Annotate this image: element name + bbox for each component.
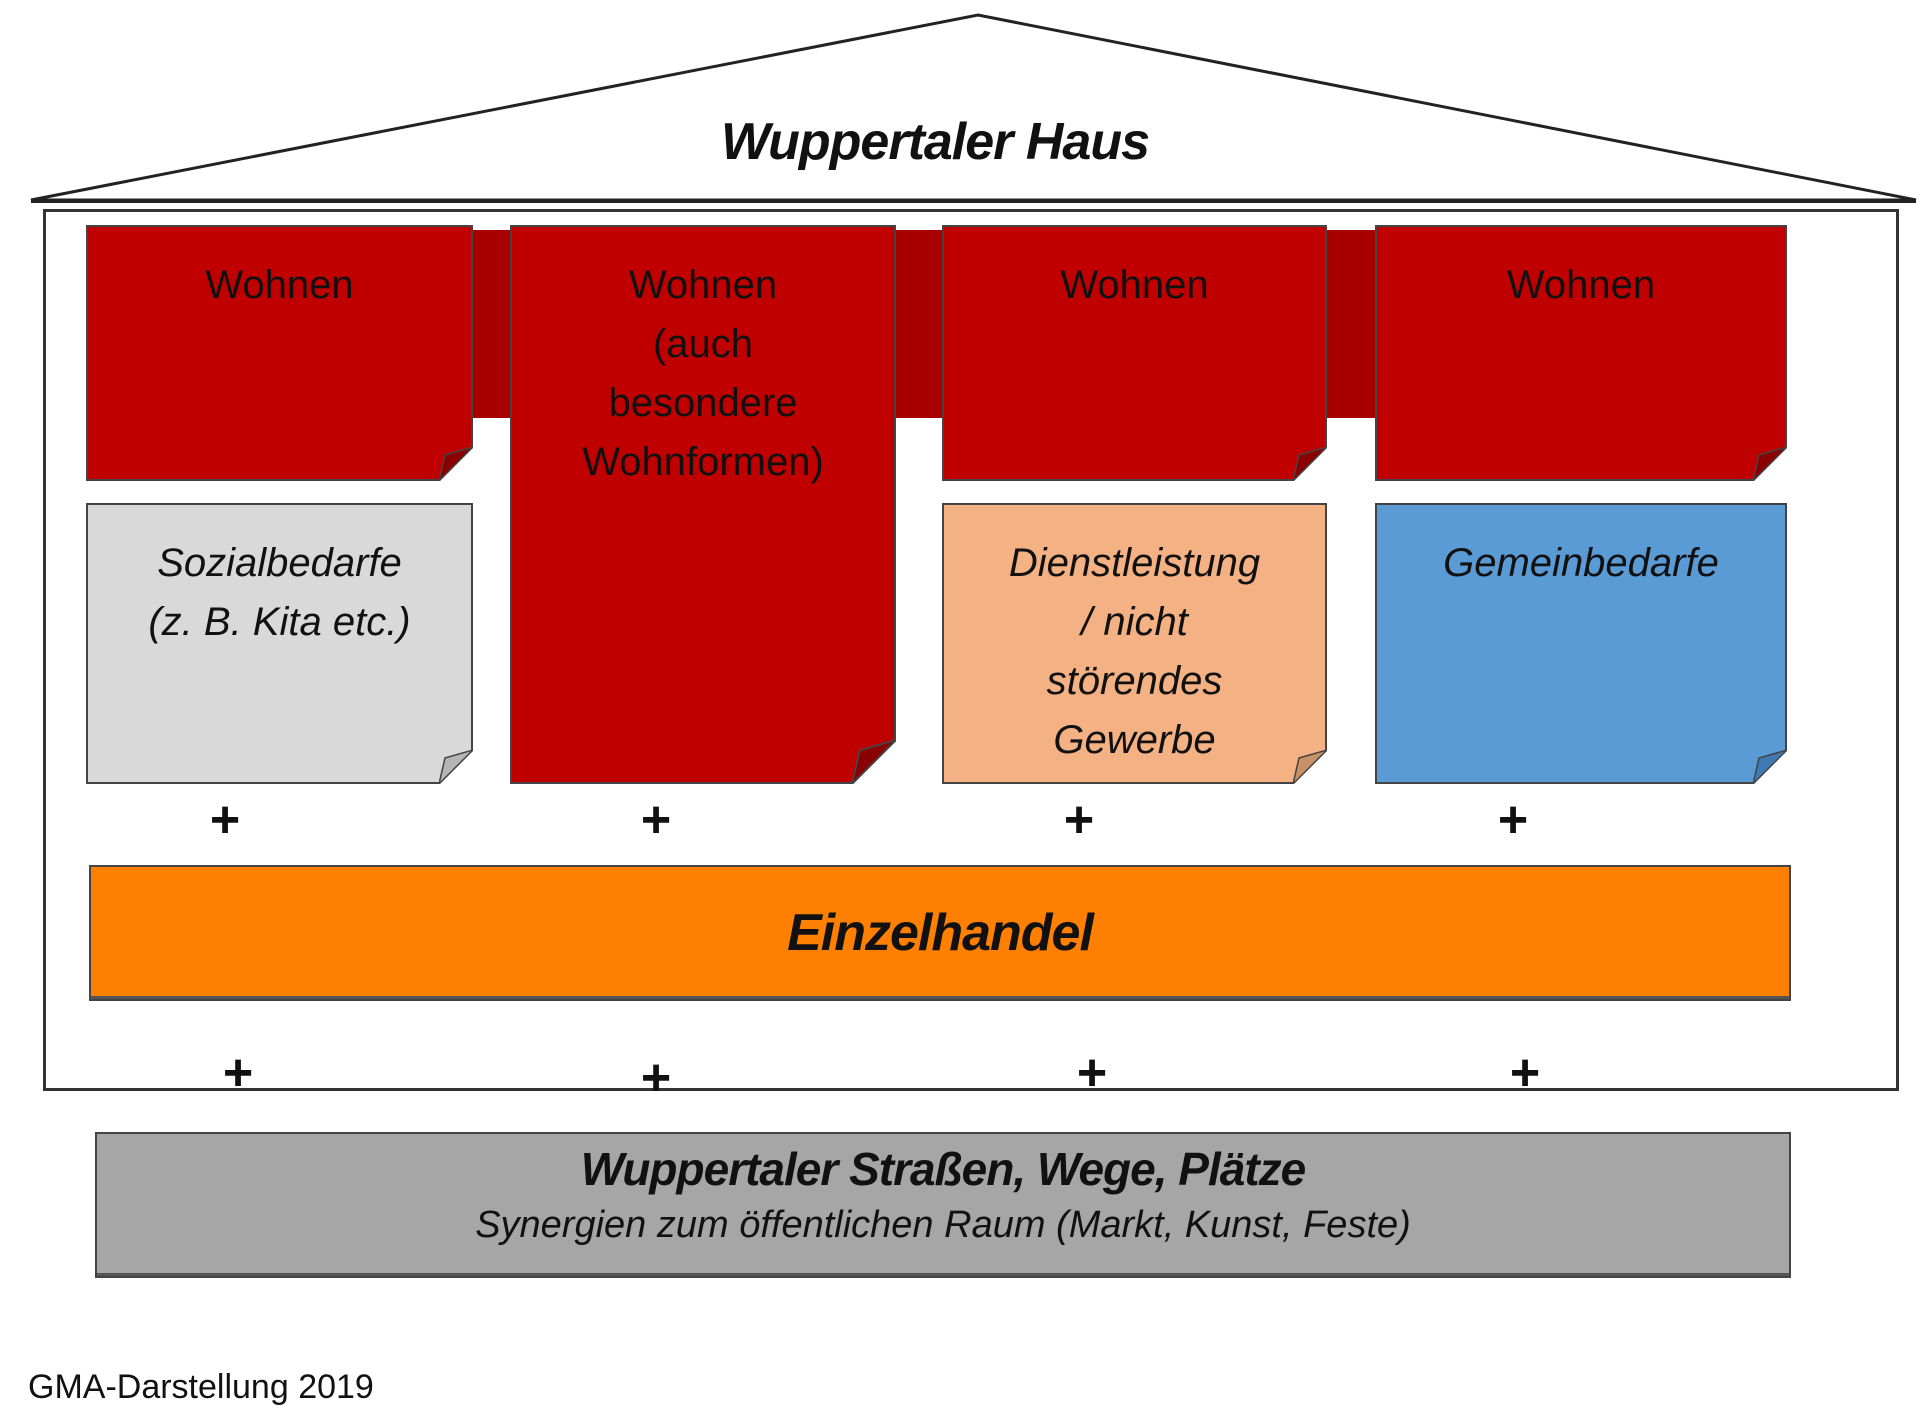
card-line: Sozialbedarfe [157, 541, 402, 585]
plus-icon: + [1497, 791, 1529, 849]
house-body [43, 209, 1899, 1091]
page-curl-icon [1753, 750, 1787, 784]
plus-icon: + [1076, 1044, 1108, 1102]
diagram-title: Wuppertaler Haus [720, 113, 1150, 171]
card-text: Sozialbedarfe (z. B. Kita etc.) [88, 534, 471, 652]
dienstleistung-card: Dienstleistung / nicht störendes Gewerbe [942, 503, 1327, 784]
sozialbedarfe-card: Sozialbedarfe (z. B. Kita etc.) [86, 503, 473, 784]
card-text: Dienstleistung / nicht störendes Gewerbe [944, 534, 1325, 770]
card-line: Wohnen [628, 263, 778, 307]
plus-icon: + [1509, 1044, 1541, 1102]
page-curl-icon [439, 447, 473, 481]
card-line: Wohnen [1060, 263, 1209, 307]
card-line: Wohnformen) [582, 440, 824, 484]
gemeinbedarfe-card: Gemeinbedarfe [1375, 503, 1787, 784]
card-line: / nicht [1081, 600, 1188, 644]
page-curl-icon [1753, 447, 1787, 481]
card-text: Gemeinbedarfe [1377, 534, 1785, 593]
card-line: Gemeinbedarfe [1443, 541, 1719, 585]
plus-icon: + [640, 791, 672, 849]
card-line: Dienstleistung [1008, 541, 1261, 585]
page-curl-icon [1293, 447, 1327, 481]
source-caption: GMA-Darstellung 2019 [28, 1368, 374, 1406]
wohnen-card-3: Wohnen [942, 225, 1327, 481]
card-text: Wohnen [944, 256, 1325, 315]
card-line: Gewerbe [1053, 718, 1216, 762]
plus-icon: + [1063, 791, 1095, 849]
card-line: besondere [608, 381, 798, 425]
plus-icon: + [640, 1049, 672, 1107]
card-text: Wohnen [1377, 256, 1785, 315]
card-line: Wohnen [1506, 263, 1656, 307]
card-line: störendes [1046, 659, 1223, 703]
page-curl-icon [852, 740, 896, 784]
street-title: Wuppertaler Straßen, Wege, Plätze [580, 1143, 1307, 1195]
card-text: Wohnen (auch besondere Wohnformen) [512, 256, 894, 492]
card-line: (auch [652, 322, 754, 366]
wohnen-card-4: Wohnen [1375, 225, 1787, 481]
plus-icon: + [222, 1044, 254, 1102]
card-text: Wohnen [88, 256, 471, 315]
card-line: (z. B. Kita etc.) [148, 600, 411, 644]
card-line: Wohnen [205, 263, 354, 307]
street-subtitle: Synergien zum öffentlichen Raum (Markt, … [475, 1204, 1411, 1246]
page-curl-icon [439, 750, 473, 784]
house-roof [30, 13, 1917, 203]
wohnen-card-1: Wohnen [86, 225, 473, 481]
plus-icon: + [209, 791, 241, 849]
page-curl-icon [1293, 750, 1327, 784]
einzelhandel-bar: Einzelhandel [89, 865, 1791, 1001]
street-foundation-bar: Wuppertaler Straßen, Wege, Plätze Synerg… [95, 1132, 1791, 1278]
wohnen-card-2: Wohnen (auch besondere Wohnformen) [510, 225, 896, 784]
